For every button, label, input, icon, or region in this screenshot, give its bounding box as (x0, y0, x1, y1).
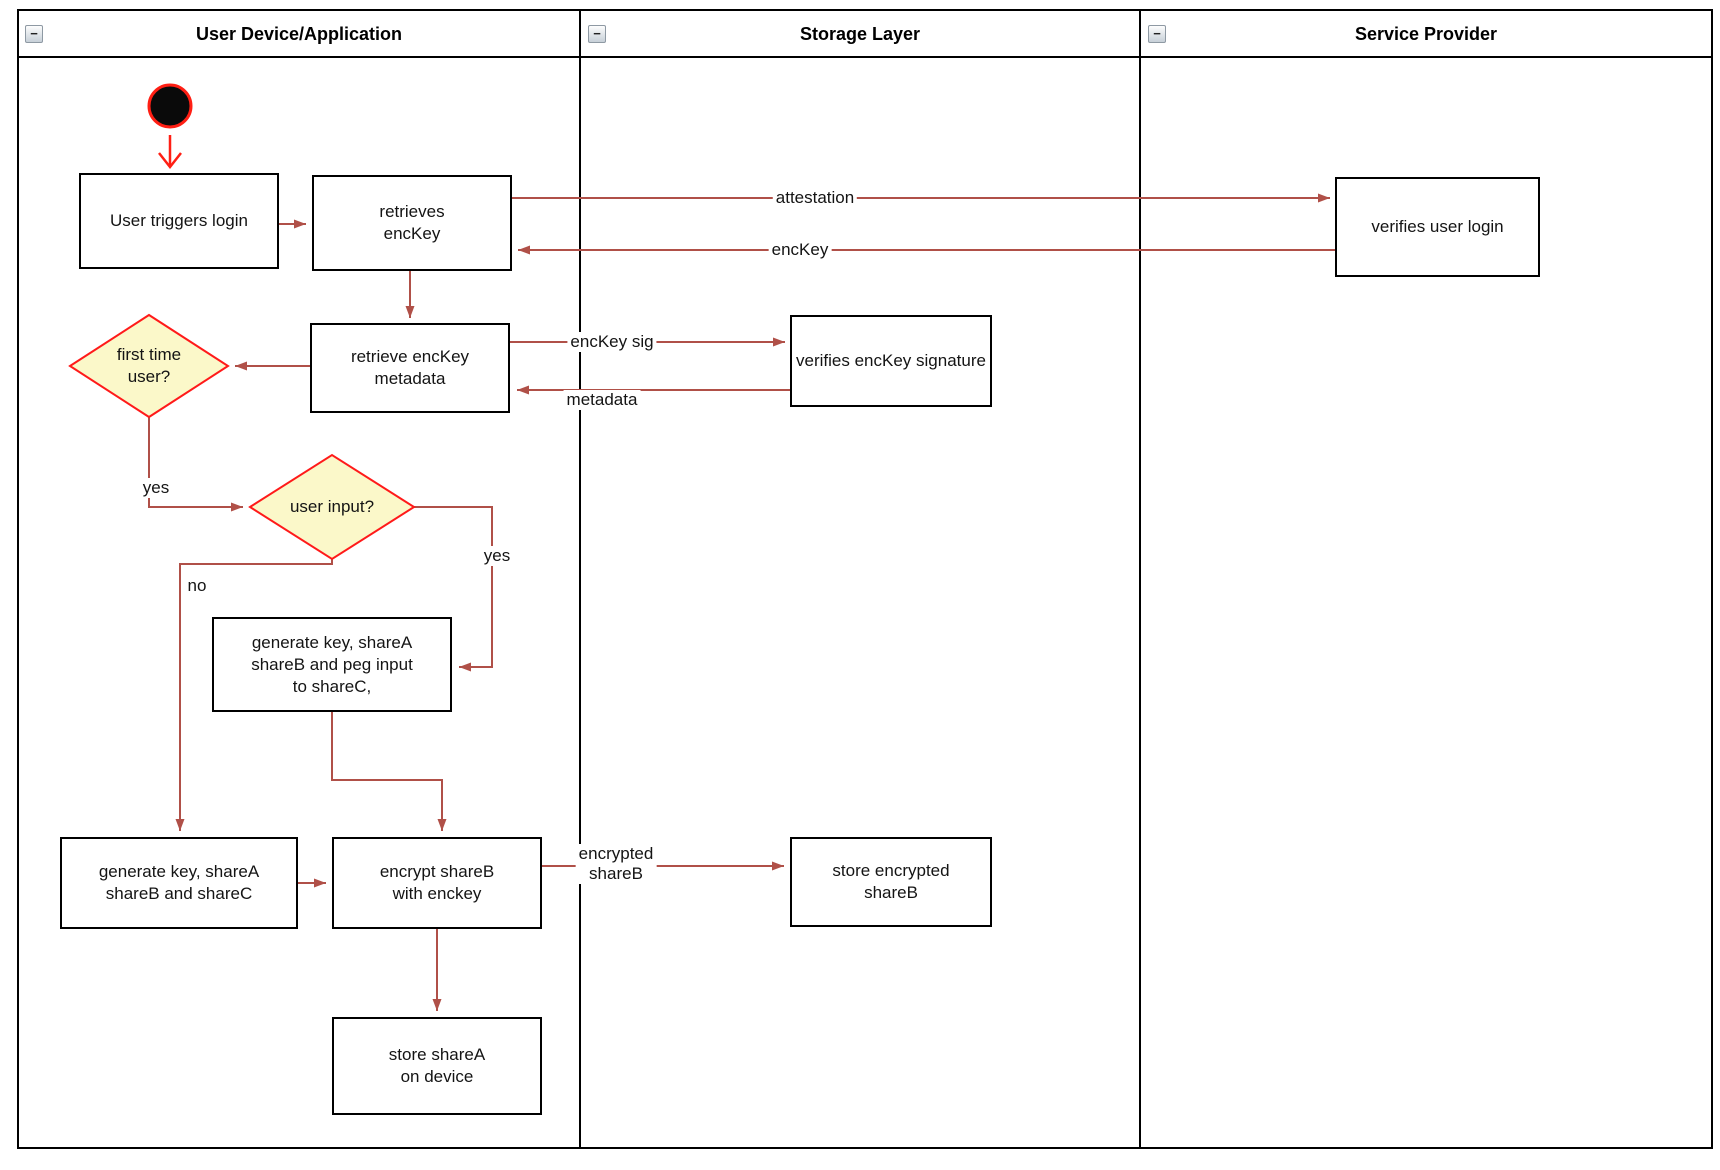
start-node[interactable] (147, 83, 193, 129)
edge-label-metadata: metadata (563, 390, 641, 410)
edge-label-no-user-input: no (184, 576, 210, 596)
edge-start-to-login (158, 135, 182, 170)
node-store-sharea[interactable]: store shareA on device (332, 1017, 542, 1115)
edge-label-yes-user-input: yes (480, 546, 514, 566)
node-generate-key-shares[interactable]: generate key, shareA shareB and shareC (60, 837, 298, 929)
node-generate-key-peg-input[interactable]: generate key, shareA shareB and peg inpu… (212, 617, 452, 712)
decision-first-time-user[interactable] (68, 313, 230, 419)
decision-user-input[interactable] (248, 453, 416, 561)
node-user-triggers-login[interactable]: User triggers login (79, 173, 279, 269)
node-encrypt-shareb[interactable]: encrypt shareB with enckey (332, 837, 542, 929)
node-retrieve-enckey-metadata[interactable]: retrieve encKey metadata (310, 323, 510, 413)
node-store-encrypted-shareb[interactable]: store encrypted shareB (790, 837, 992, 927)
lane-header-user-device: User Device/Application (195, 23, 403, 44)
node-retrieves-enckey[interactable]: retrieves encKey (312, 175, 512, 271)
node-verifies-enckey-signature[interactable]: verifies encKey signature (790, 315, 992, 407)
swimlane-frame (17, 9, 1713, 1149)
edge-label-encrypted-shareb: encrypted shareB (575, 844, 657, 884)
collapse-lane-icon[interactable]: − (1148, 25, 1166, 43)
edge-label-attestation: attestation (772, 188, 858, 208)
edge-userinput-no (175, 559, 333, 831)
collapse-lane-icon[interactable]: − (588, 25, 606, 43)
collapse-lane-icon[interactable]: − (25, 25, 43, 43)
edge-peg-to-encrypt (331, 712, 447, 831)
decision-first-time-user-label: first time user? (116, 345, 182, 386)
edge-label-enckey-sig: encKey sig (567, 332, 657, 352)
lane-header-service-provider: Service Provider (1354, 23, 1498, 44)
decision-user-input-label: user input? (289, 497, 375, 516)
edge-label-yes-first-time: yes (139, 478, 173, 498)
edge-firsttime-yes (148, 417, 243, 512)
edge-userinput-yes (414, 506, 493, 672)
node-verifies-user-login[interactable]: verifies user login (1335, 177, 1540, 277)
edge-label-enckey: encKey (768, 240, 832, 260)
lane-header-storage-layer: Storage Layer (799, 23, 921, 44)
